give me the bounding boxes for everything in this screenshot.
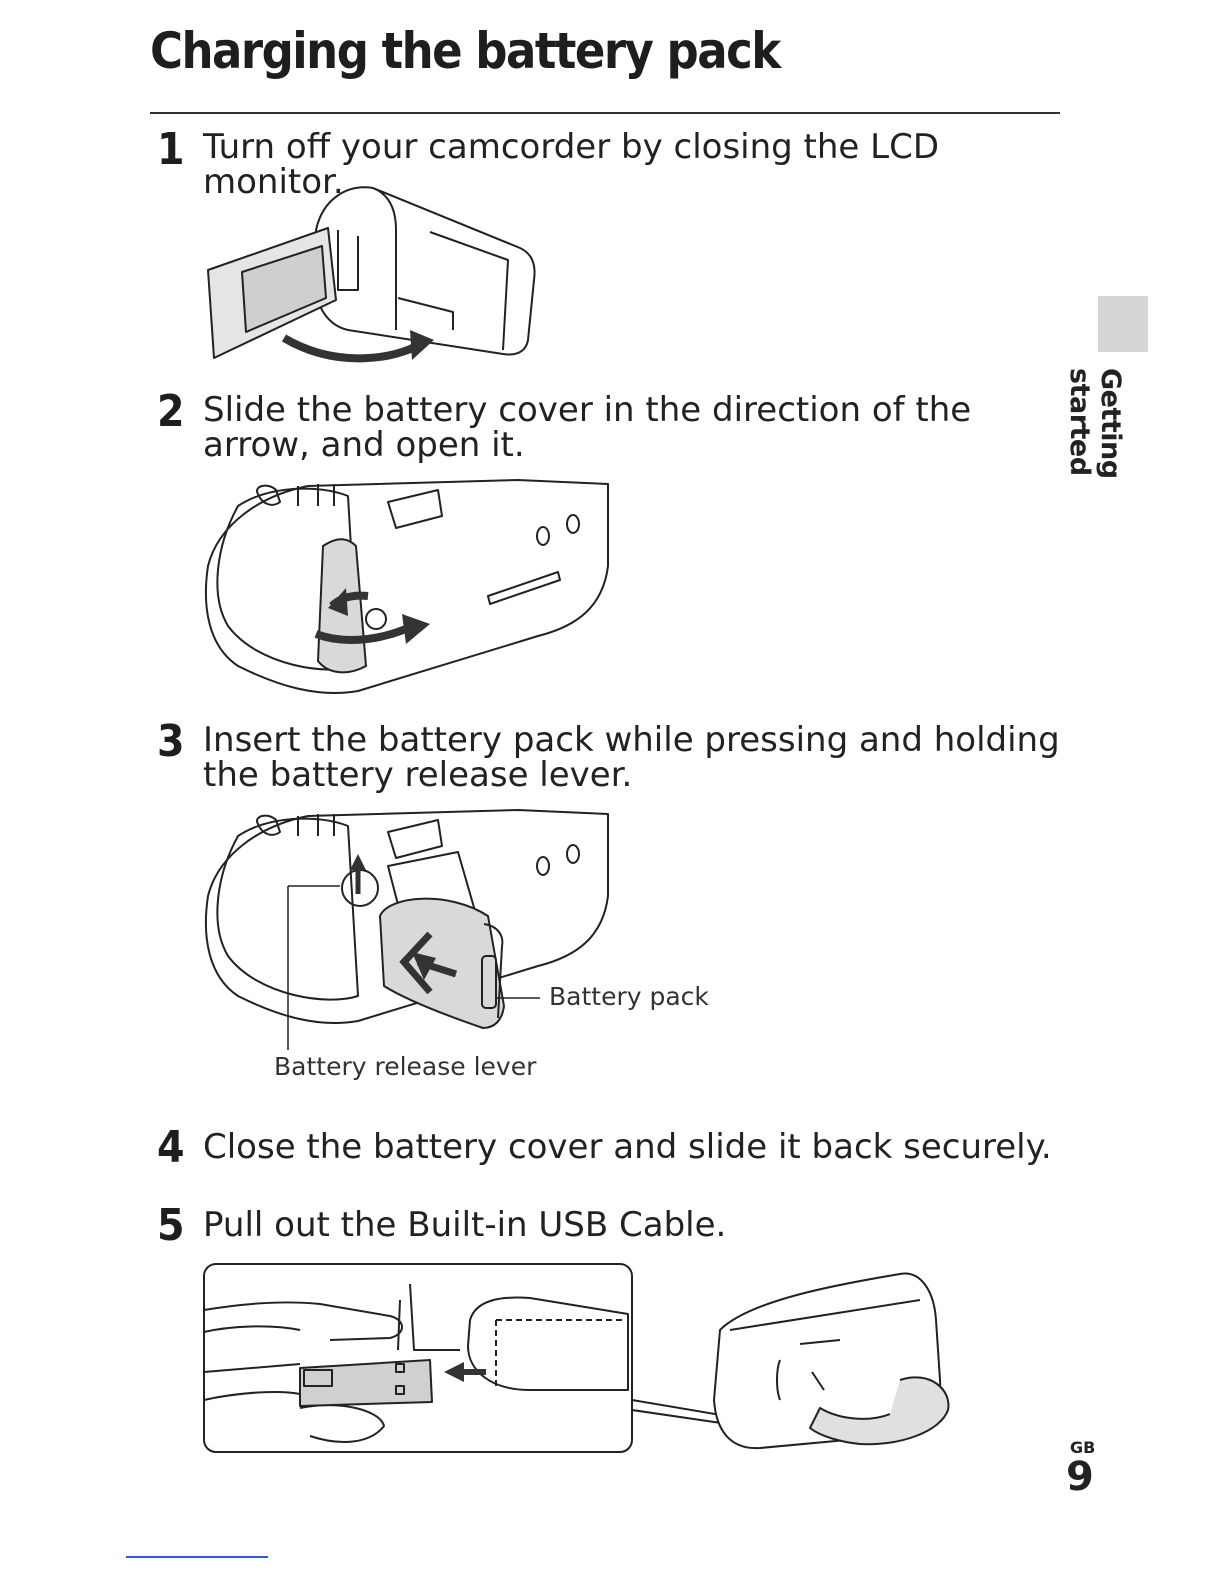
bottom-rule: [126, 1556, 268, 1558]
usb-cable-pull-out-illustration: [203, 1263, 950, 1453]
page-number: 9: [1066, 1454, 1094, 1500]
battery-cover-open-illustration: [204, 479, 609, 694]
step-1-number: 1: [157, 124, 185, 175]
camcorder-close-lcd-illustration: [207, 186, 536, 363]
region-code: GB: [1070, 1438, 1096, 1457]
step-3-number: 3: [157, 716, 185, 767]
section-tab-marker: [1098, 296, 1148, 352]
step-2-number: 2: [157, 386, 185, 437]
section-label: Getting started: [1064, 368, 1126, 479]
step-2-text: Slide the battery cover in the direction…: [203, 390, 972, 465]
title-divider: [150, 112, 1060, 114]
battery-insert-illustration: [204, 809, 609, 1050]
step-4-text: Close the battery cover and slide it bac…: [203, 1127, 1052, 1167]
step-1-text: Turn off your camcorder by closing the L…: [203, 127, 940, 202]
battery-release-lever-callout: Battery release lever: [274, 1052, 537, 1081]
step-4-number: 4: [157, 1122, 185, 1173]
step-3-text: Insert the battery pack while pressing a…: [203, 720, 1060, 795]
step-5-number: 5: [157, 1200, 185, 1251]
page-title: Charging the battery pack: [150, 22, 781, 80]
battery-pack-callout: Battery pack: [549, 982, 709, 1011]
step-5-text: Pull out the Built-in USB Cable.: [203, 1205, 727, 1245]
